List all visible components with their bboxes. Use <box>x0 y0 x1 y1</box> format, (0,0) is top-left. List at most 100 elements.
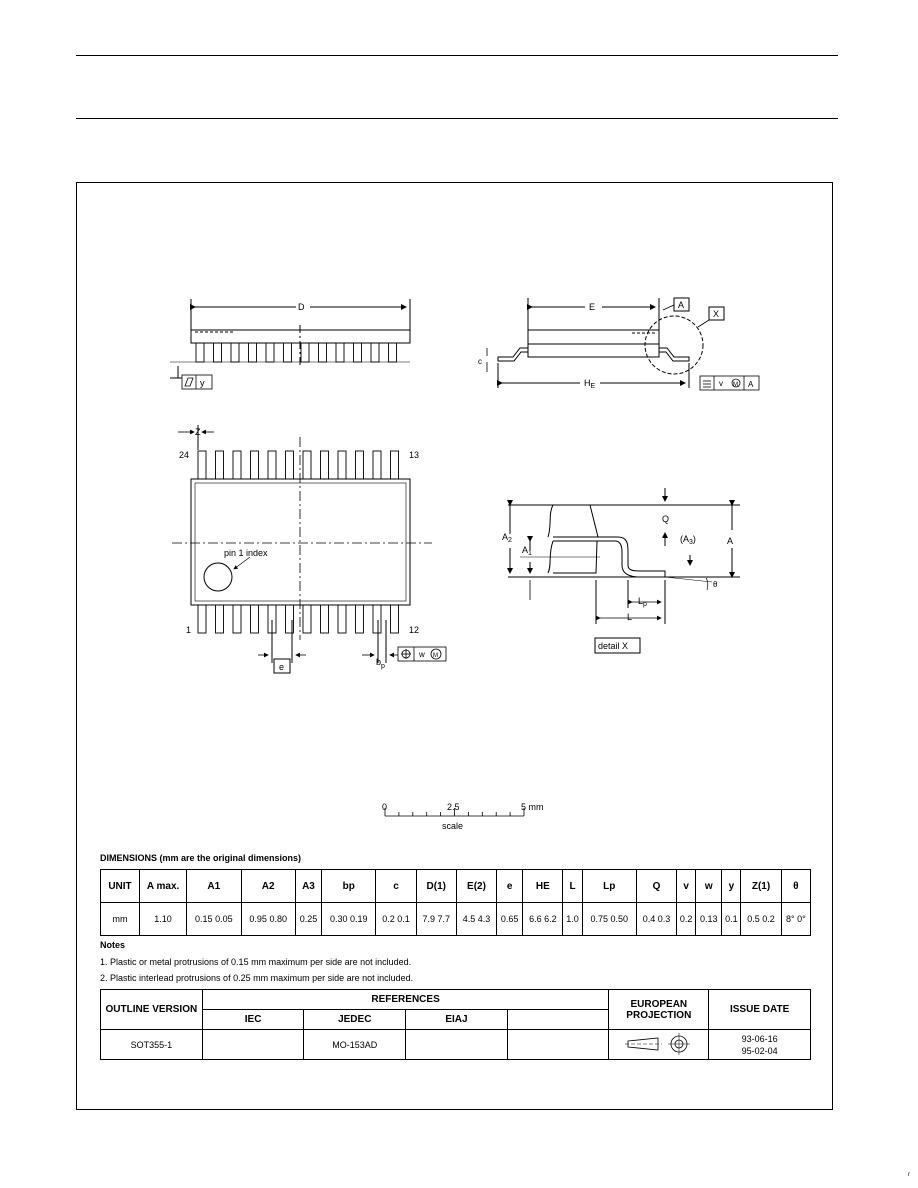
header-rule-bottom <box>76 118 838 119</box>
jedec-header: JEDEC <box>303 1009 407 1030</box>
label-bp: bp <box>376 657 385 670</box>
lead-bottom <box>285 604 294 634</box>
scale-bar <box>384 808 525 817</box>
col-A1: A1 <box>186 869 242 903</box>
projection-symbol <box>608 1029 710 1060</box>
value-cell: 4.5 4.3 <box>455 902 498 936</box>
value-cell: 0.2 0.1 <box>375 902 417 936</box>
lead-side <box>318 342 327 363</box>
lead-top <box>215 450 224 480</box>
european-projection-header: EUROPEAN PROJECTION <box>608 989 710 1030</box>
eiaj-value <box>405 1029 508 1060</box>
side-view-leads <box>195 342 397 363</box>
col-Z: Z(1) <box>740 869 782 903</box>
value-cell: 6.6 6.2 <box>522 902 564 936</box>
label-X-box: X <box>713 309 719 319</box>
label-HE: HE <box>584 378 596 390</box>
lead-side <box>353 342 362 363</box>
scale-5: 5 mm <box>521 802 544 812</box>
lead-bottom <box>355 604 364 634</box>
lead-top <box>302 450 312 480</box>
lead-top <box>285 450 294 480</box>
label-M: M <box>733 382 738 388</box>
col-A3: A3 <box>294 869 323 903</box>
col-y: y <box>721 869 742 903</box>
pin-12-label: 12 <box>409 625 419 635</box>
lead-side <box>195 342 205 363</box>
unit-cell: mm <box>100 902 140 936</box>
references-header: REFERENCES <box>201 989 610 1010</box>
scale-label: scale <box>442 821 463 831</box>
top-view <box>172 425 447 674</box>
dimensions-value-row: mm 1.10 0.15 0.05 0.95 0.80 0.25 0.30 0.… <box>100 902 812 936</box>
notes-heading: Notes <box>100 940 126 950</box>
value-cell: 0.1 <box>721 902 742 936</box>
lead-side <box>388 342 397 363</box>
lead-top <box>337 450 347 480</box>
issue-date-header: ISSUE DATE <box>708 989 811 1030</box>
label-theta: θ <box>713 580 718 589</box>
lead-side <box>300 342 310 363</box>
col-Q: Q <box>635 869 678 903</box>
drawing-frame <box>76 182 833 1110</box>
lead-bottom <box>197 604 207 634</box>
label-A1: A1 <box>522 545 532 557</box>
label-e: e <box>279 662 284 672</box>
value-cell: 0.4 0.3 <box>635 902 678 936</box>
blank-ref-header <box>506 1009 610 1030</box>
lead-side <box>335 342 345 363</box>
side-view <box>170 299 411 390</box>
lead-top <box>197 450 207 480</box>
pin-24-label: 24 <box>179 450 189 460</box>
dimensions-table: UNIT A max. A1 A2 A3 bp c D(1) E(2) e HE… <box>100 869 812 936</box>
eiaj-header: EIAJ <box>405 1009 508 1030</box>
detail-x-label: detail X <box>598 641 628 651</box>
lead-bottom <box>372 604 382 634</box>
first-angle-projection-icon <box>624 1032 690 1055</box>
detail-x-view <box>507 488 740 654</box>
dimensions-header-row: UNIT A max. A1 A2 A3 bp c D(1) E(2) e HE… <box>100 869 812 903</box>
col-D: D(1) <box>415 869 457 903</box>
flatness-icon <box>184 377 194 387</box>
label-A2: A2 <box>502 532 512 544</box>
scale-2-5: 2.5 <box>447 802 460 812</box>
package-drawing: D y E A X c HE v M A <box>170 297 760 831</box>
note-2: 2. Plastic interlead protrusions of 0.25… <box>100 973 414 983</box>
value-cell: 0.30 0.19 <box>321 902 377 936</box>
value-cell: 0.95 0.80 <box>240 902 296 936</box>
label-v: v <box>719 379 723 388</box>
value-cell: 0.25 <box>294 902 323 936</box>
col-A: A max. <box>138 869 188 903</box>
pin-1-label: 1 <box>186 625 191 635</box>
label-E: E <box>589 302 595 312</box>
col-v: v <box>676 869 697 903</box>
iec-value <box>201 1029 305 1060</box>
iec-header: IEC <box>201 1009 305 1030</box>
pin1-index-label: pin 1 index <box>224 548 268 558</box>
value-cell: 8° 0° <box>780 902 812 936</box>
lead-bottom <box>390 604 399 634</box>
col-A-label: A max. <box>146 880 180 892</box>
value-cell: 0.5 0.2 <box>740 902 782 936</box>
col-c: c <box>375 869 417 903</box>
value-cell: 1.10 <box>138 902 188 936</box>
col-HE: HE <box>522 869 564 903</box>
end-view <box>486 297 760 391</box>
col-bp: bp <box>321 869 377 903</box>
label-A-box: A <box>678 300 684 310</box>
lead-top <box>372 450 382 480</box>
lead-top <box>250 450 259 480</box>
pin-13-label: 13 <box>409 450 419 460</box>
jedec-value: MO-153AD <box>303 1029 407 1060</box>
label-c: c <box>478 357 482 366</box>
dimensions-title: DIMENSIONS (mm are the original dimensio… <box>100 853 302 863</box>
references-table: OUTLINE VERSION REFERENCES EUROPEAN PROJ… <box>100 989 811 1060</box>
value-cell: 0.15 0.05 <box>186 902 242 936</box>
lead-bottom <box>215 604 224 634</box>
lead-top <box>355 450 364 480</box>
lead-side <box>230 342 240 363</box>
lead-bottom <box>250 604 259 634</box>
label-A-detail: A <box>727 536 733 546</box>
label-w: w <box>418 650 425 659</box>
lead-side <box>213 342 222 363</box>
